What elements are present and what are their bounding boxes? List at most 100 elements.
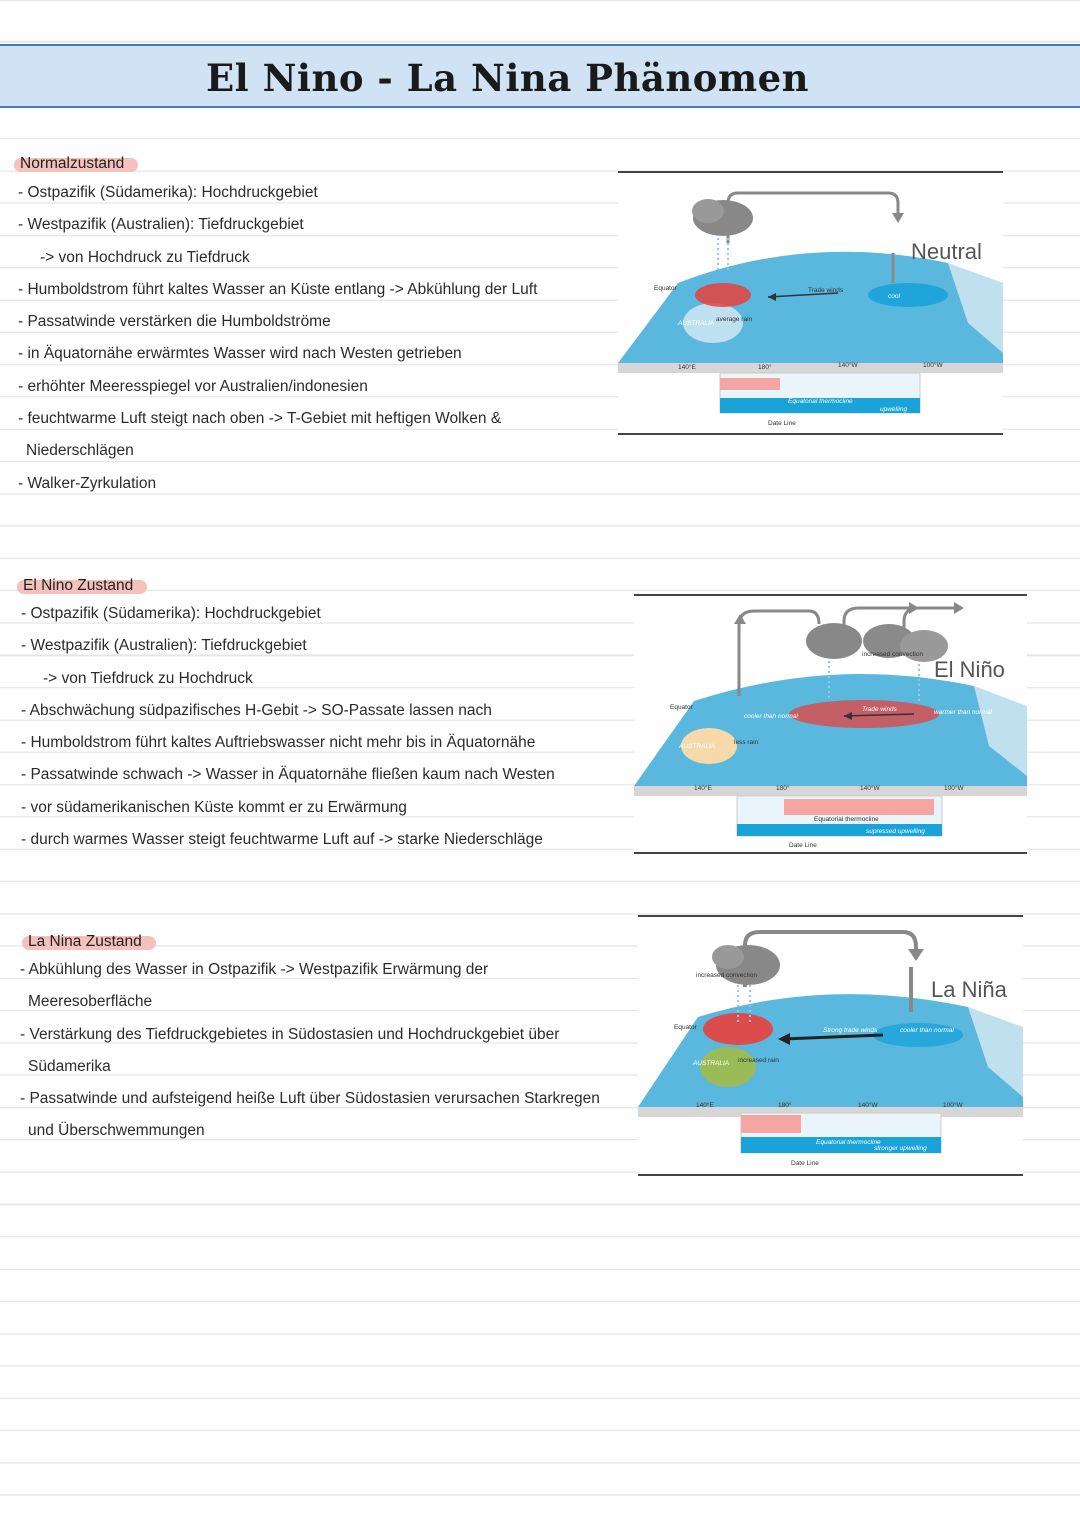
date-line-label: Date Line (768, 420, 796, 427)
page-title: El Nino - La Nina Phänomen (205, 56, 810, 100)
list-item: Südamerika (28, 1057, 111, 1075)
trade-winds-label: Trade winds (862, 706, 898, 713)
list-item: - Passatwinde verstärken die Humboldströ… (18, 313, 331, 331)
convection-label: increased convection (862, 651, 923, 658)
list-item: - Verstärkung des Tiefdruckgebietes in S… (20, 1025, 560, 1043)
bullet-list: - Ostpazifik (Südamerika): Hochdruckgebi… (21, 598, 555, 856)
figure-label: La Niña (931, 977, 1007, 1002)
list-item: - Ostpazifik (Südamerika): Hochdruckgebi… (18, 184, 318, 201)
lon-180: 180° (758, 363, 772, 371)
section-heading: El Nino Zustand (16, 576, 148, 596)
list-item: - Westpazifik (Australien): Tiefdruckgeb… (21, 637, 307, 655)
list-item: - durch warmes Wasser steigt feuchtwarme… (21, 831, 543, 849)
list-item: - Westpazifik (Australien): Tiefdruckgeb… (18, 216, 304, 234)
rain-label: average rain (716, 316, 753, 323)
list-item: - erhöhter Meeresspiegel vor Australien/… (18, 377, 368, 395)
australia-label: AUSTRALIA (677, 320, 714, 327)
trade-winds-label: Strong trade winds (823, 1027, 878, 1034)
lon-140w: 140°W (858, 1101, 878, 1109)
cooler-label: cooler than normal (744, 713, 798, 720)
cool-water-pool (868, 283, 948, 307)
lon-100w: 100°W (944, 784, 964, 792)
australia-label: AUSTRALIA (692, 1060, 729, 1067)
warm-water-pool (703, 1013, 773, 1045)
list-item: - feuchtwarme Luft steigt nach oben -> T… (18, 410, 502, 428)
neutral-diagram: Trade winds Equator cool average rain AU… (618, 191, 1003, 427)
cross-section-top (634, 786, 1027, 796)
warm-layer (784, 799, 934, 815)
list-item: - Abschwächung südpazifisches H-Gebit ->… (21, 701, 492, 719)
arrowhead (908, 949, 924, 961)
cool-water-pool (873, 1023, 963, 1047)
walker-circulation-arrow (726, 191, 900, 243)
trade-winds-arrow (782, 1033, 884, 1041)
lon-180: 180° (778, 1101, 792, 1109)
section-el-nino: El Nino Zustand - Ostpazifik (Südamerika… (16, 576, 555, 856)
australia-land (683, 303, 743, 343)
bullet-list: - Abkühlung des Wasser in Ostpazifik -> … (20, 954, 600, 1148)
cold-layer (737, 824, 942, 836)
list-item: - Humboldstrom führt kaltes Wasser an Kü… (18, 280, 538, 298)
list-item: -> von Tiefdruck zu Hochdruck (43, 669, 253, 687)
ocean-surface (638, 994, 1023, 1107)
cold-layer (741, 1137, 941, 1153)
equator-label: Equator (674, 1024, 698, 1031)
warm-layer (720, 378, 780, 390)
list-item: - Humboldstrom führt kaltes Auftriebswas… (21, 734, 536, 752)
cloud-icon (806, 623, 862, 659)
list-item: - Walker-Zyrkulation (18, 474, 157, 492)
figure-neutral: Trade winds Equator cool average rain AU… (618, 171, 1003, 435)
section-normal: Normalzustand - Ostpazifik (Südamerika):… (13, 154, 537, 500)
figure-la-nina: increased convection Strong trade winds … (638, 915, 1023, 1176)
lon-140e: 140°E (696, 1101, 714, 1109)
trade-winds-arrow (767, 292, 839, 298)
figure-el-nino: increased convection Trade winds Equator… (634, 594, 1027, 854)
upwelling-label: supressed upwelling (866, 828, 925, 835)
bullet-list: - Ostpazifik (Südamerika): Hochdruckgebi… (18, 177, 537, 500)
figure-label: El Niño (934, 657, 1005, 682)
cold-layer (720, 398, 920, 413)
australia-label: AUSTRALIA (678, 743, 715, 750)
cloud-icon (900, 630, 948, 662)
trade-winds-arrow (843, 713, 915, 717)
australia-land (681, 728, 737, 764)
thermocline-label: Equatorial thermocline (814, 816, 879, 823)
warm-water-pool (789, 700, 939, 728)
date-line-label: Date Line (791, 1160, 819, 1167)
lon-140w: 140°W (860, 784, 880, 792)
rain-label: increased rain (738, 1057, 779, 1064)
lon-100w: 100°W (923, 361, 943, 369)
thermocline-label: Equatorial thermocline (788, 398, 853, 405)
walker-circulation-arrow (743, 930, 918, 987)
arrowhead (892, 213, 904, 223)
ocean-surface (618, 251, 1003, 363)
section-heading: La Nina Zustand (22, 932, 156, 952)
list-item: Meeresoberfläche (28, 993, 153, 1011)
list-item: - Passatwinde und aufsteigend heiße Luft… (20, 1090, 600, 1108)
list-item: - Abkühlung des Wasser in Ostpazifik -> … (20, 961, 489, 978)
section-la-nina: La Nina Zustand - Abkühlung des Wasser i… (20, 932, 600, 1148)
section-heading: Normalzustand (13, 154, 139, 174)
upwelling-label: stronger upwelling (874, 1145, 927, 1152)
circulation-arrow-east (842, 606, 909, 646)
la-nina-diagram: increased convection Strong trade winds … (638, 930, 1023, 1167)
list-item: Niederschlägen (26, 442, 134, 460)
el-nino-diagram: increased convection Trade winds Equator… (634, 602, 1027, 849)
lon-140e: 140°E (678, 363, 696, 371)
list-item: - Passatwinde schwach -> Wasser in Äquat… (21, 766, 555, 784)
lon-180: 180° (776, 784, 790, 792)
lon-140e: 140°E (694, 784, 712, 792)
ocean-surface (634, 674, 1027, 786)
cool-label: cool (888, 293, 900, 300)
list-item: - Ostpazifik (Südamerika): Hochdruckgebi… (21, 605, 321, 622)
list-item: und Überschwemmungen (28, 1122, 205, 1140)
trade-winds-label: Trade winds (808, 287, 844, 294)
list-item: -> von Hochdruck zu Tiefdruck (40, 248, 250, 266)
date-line-label: Date Line (789, 842, 817, 849)
warm-water-pool (695, 283, 751, 307)
rain-label: less rain (734, 739, 759, 746)
list-item: - in Äquatornähe erwärmtes Wasser wird n… (18, 345, 462, 363)
figure-label: Neutral (911, 239, 982, 264)
convection-label: increased convection (696, 972, 757, 979)
thermocline-label: Equatorial thermocline (816, 1139, 881, 1146)
